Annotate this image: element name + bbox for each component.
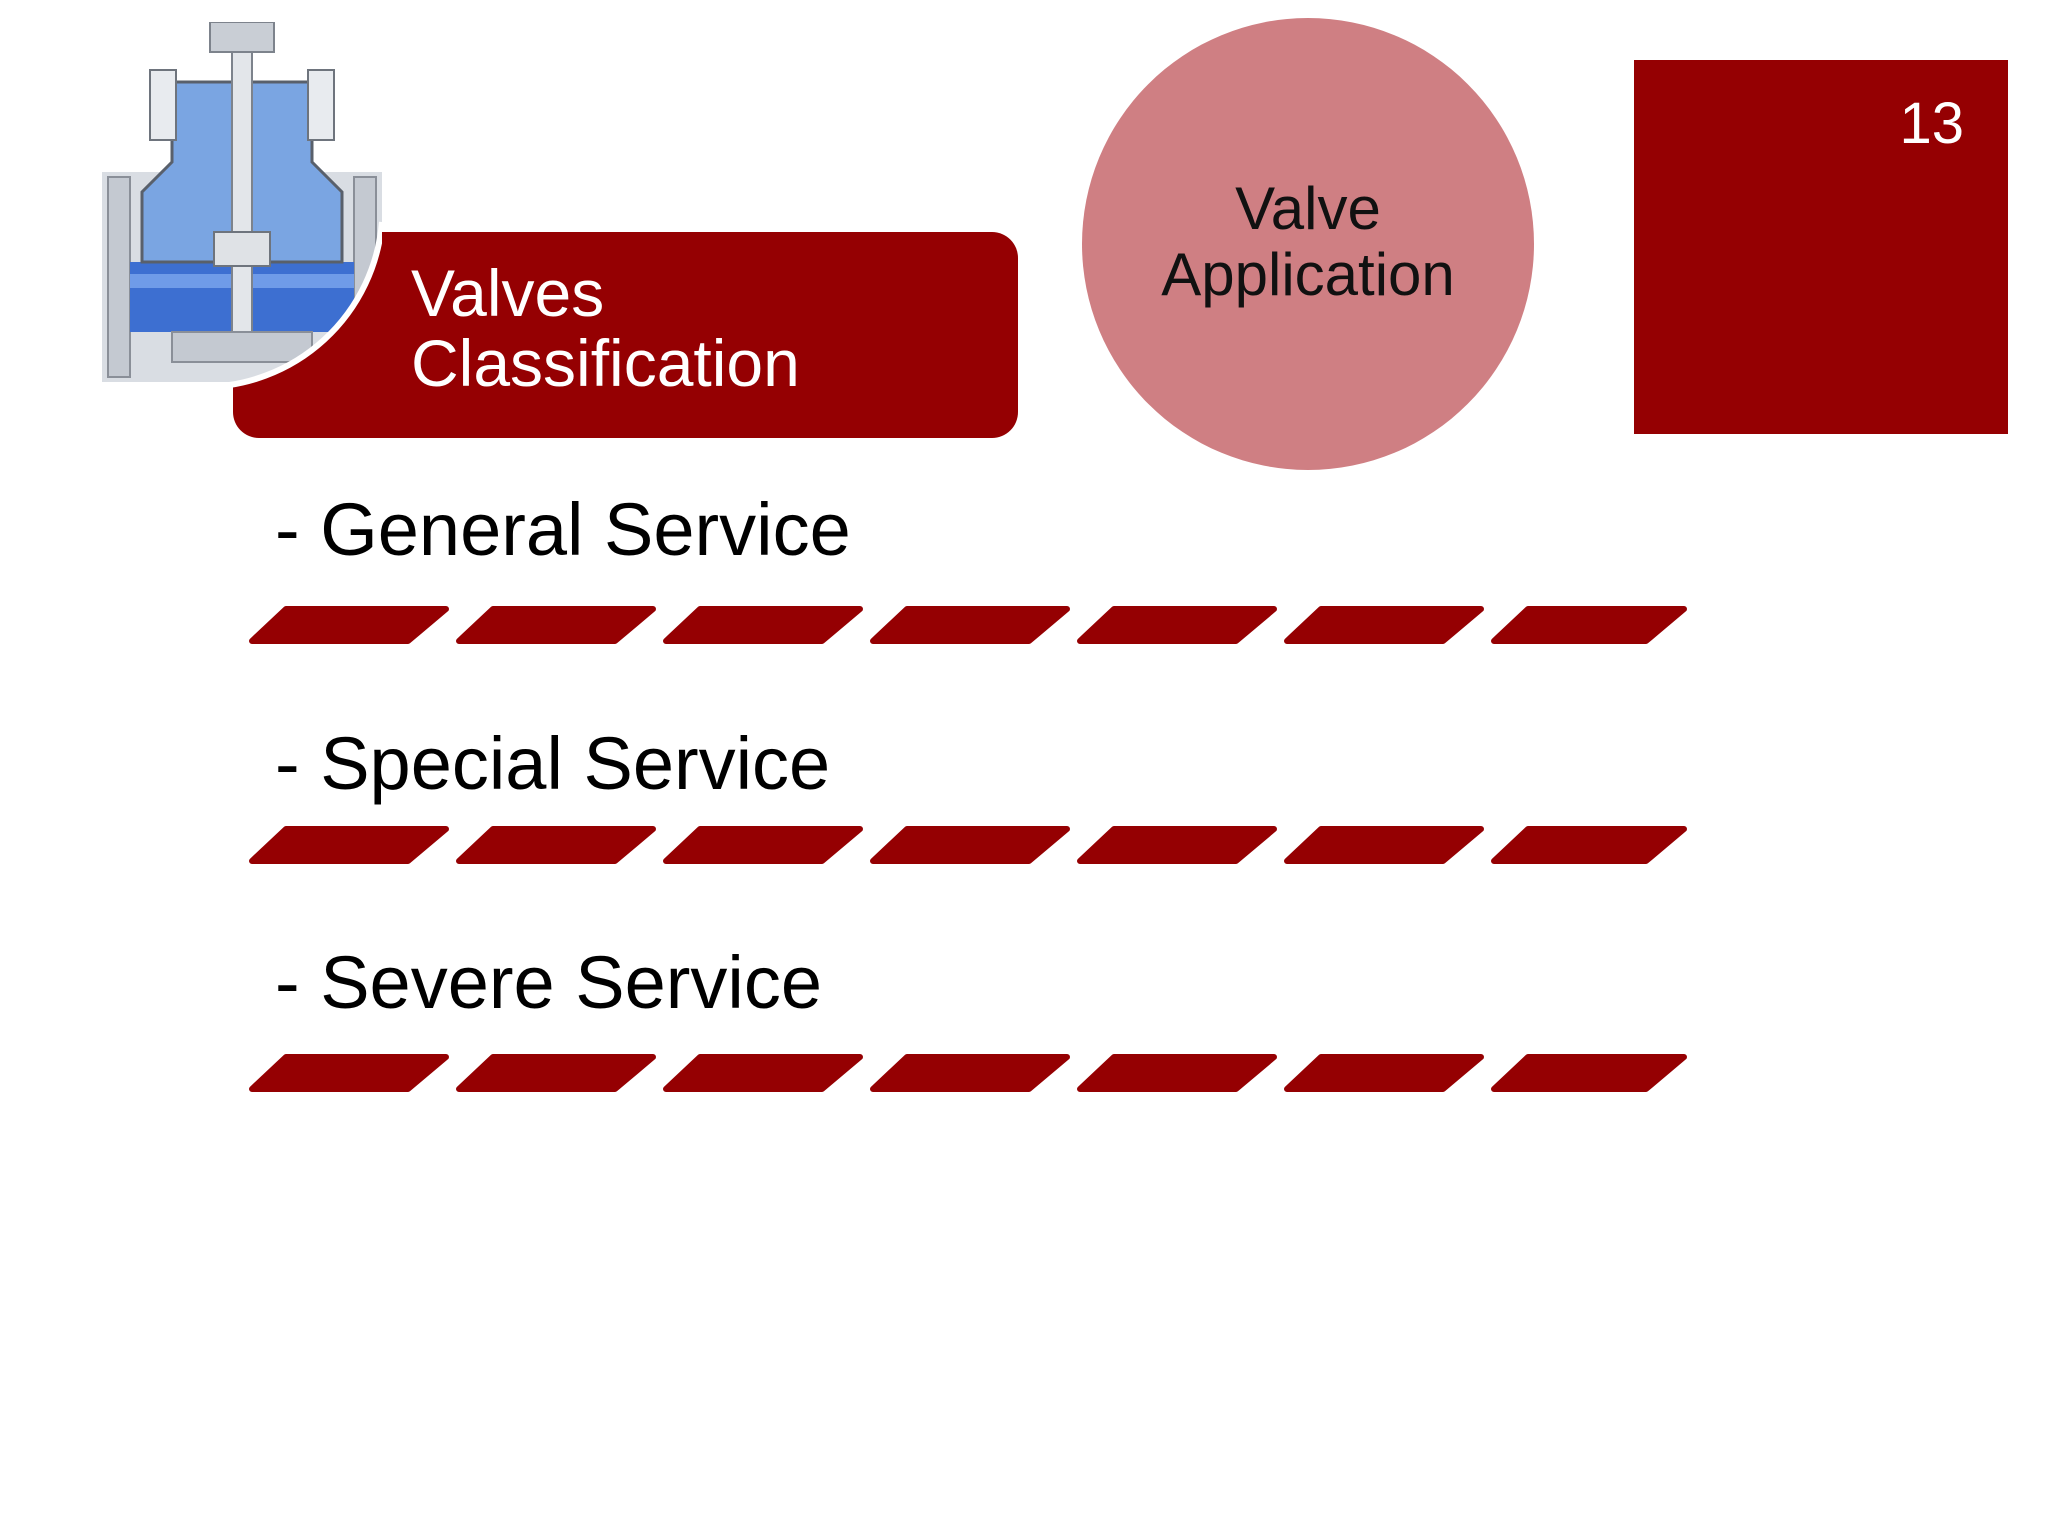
service-item-special: - Special Service bbox=[275, 722, 831, 805]
circle-text-line-2: Application bbox=[1161, 241, 1455, 308]
valve-illustration bbox=[102, 22, 382, 391]
dashed-separator bbox=[249, 606, 1687, 644]
banner-title-line-1: Valves bbox=[411, 256, 605, 330]
slide-number-box: 13 bbox=[1634, 60, 2008, 434]
circle-text-line-1: Valve bbox=[1235, 175, 1381, 242]
dashed-separator bbox=[249, 1054, 1687, 1092]
slide-number: 13 bbox=[1899, 91, 1964, 156]
dashed-separator bbox=[249, 826, 1687, 864]
valve-application-circle: Valve Application bbox=[1082, 18, 1534, 470]
banner-title-line-2: Classification bbox=[411, 326, 800, 400]
service-item-severe: - Severe Service bbox=[275, 941, 822, 1024]
service-item-general: - General Service bbox=[275, 488, 851, 571]
